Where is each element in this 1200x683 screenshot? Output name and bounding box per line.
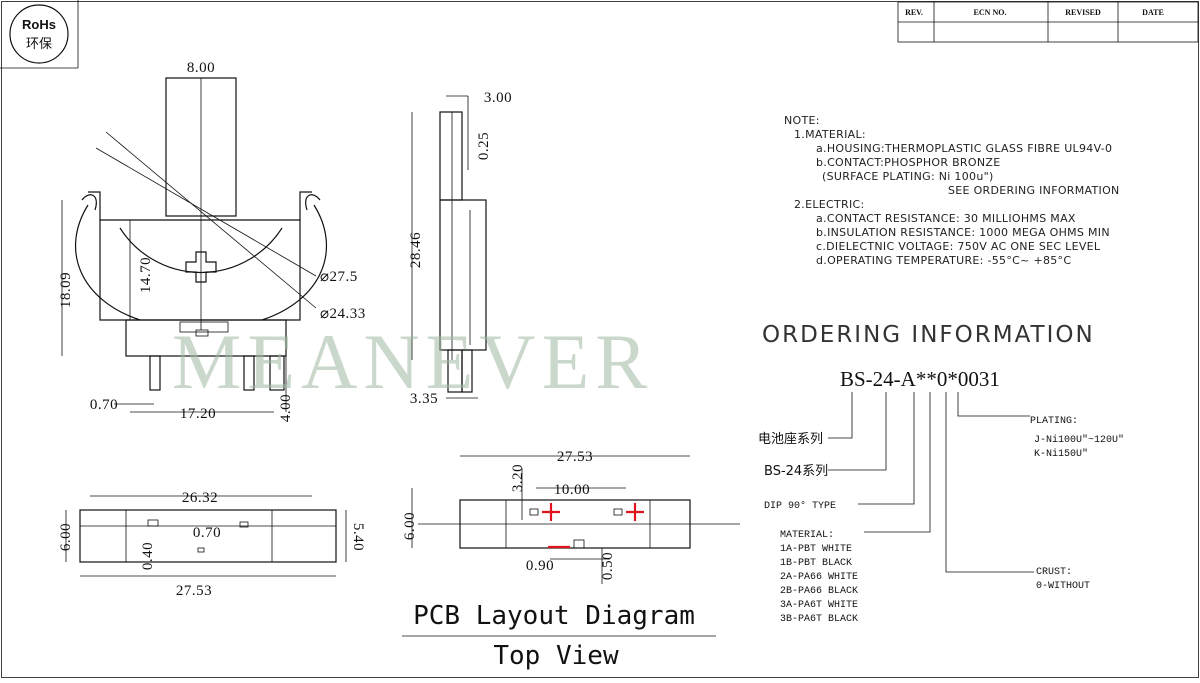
ordering-code: BS-24-A**0*0031 bbox=[840, 367, 1000, 391]
pcb-pad-left bbox=[529, 508, 539, 516]
material-option: 1A-PBT WHITE bbox=[780, 544, 852, 555]
title-block-revised: REVISED bbox=[1065, 8, 1101, 17]
note-line: d.OPERATING TEMPERATURE: -55°C~ +85°C bbox=[816, 254, 1071, 267]
front-dim-pin-width: 0.70 bbox=[90, 397, 118, 413]
note-line: a.CONTACT RESISTANCE: 30 MILLIOHMS MAX bbox=[816, 212, 1076, 225]
title-block-date: DATE bbox=[1142, 8, 1164, 17]
material-option: 2B-PA66 BLACK bbox=[780, 586, 858, 597]
ordering-series: BS-24系列 bbox=[764, 464, 828, 479]
note-line: SEE ORDERING INFORMATION bbox=[948, 184, 1120, 197]
bottom-dim-width-b: 27.53 bbox=[176, 583, 212, 599]
material-option: 3A-PA6T WHITE bbox=[780, 600, 858, 611]
front-dim-top-width: 8.00 bbox=[187, 60, 215, 76]
pcb-pad-right bbox=[613, 508, 623, 516]
side-dim-top: 3.00 bbox=[484, 90, 512, 106]
plating-option: J-Ni100U"~120U" bbox=[1034, 434, 1124, 446]
pcb-dim-vertical: 3.20 bbox=[510, 464, 526, 492]
front-dim-height: 18.09 bbox=[58, 272, 74, 308]
pcb-layout-title: PCB Layout Diagram bbox=[413, 601, 695, 631]
title-block-rev: REV. bbox=[905, 8, 923, 17]
material-heading: MATERIAL: bbox=[780, 530, 834, 541]
material-option: 3B-PA6T BLACK bbox=[780, 614, 858, 625]
note-line: 2.ELECTRIC: bbox=[794, 198, 865, 211]
bottom-dim-small-a: 0.40 bbox=[140, 542, 156, 570]
title-block: REV. ECN NO. REVISED DATE bbox=[897, 1, 1199, 43]
notes-block: NOTE: 1.MATERIAL: a.HOUSING:THERMOPLASTI… bbox=[784, 114, 1120, 267]
material-option: 2A-PA66 WHITE bbox=[780, 572, 858, 583]
title-block-ecn: ECN NO. bbox=[974, 8, 1007, 17]
rohs-logo-text: RoHs bbox=[22, 17, 56, 32]
pcb-layout-view: 27.53 3.20 10.00 6.00 0.90 0.50 PCB Layo… bbox=[402, 449, 740, 671]
notes-heading: NOTE: bbox=[784, 114, 820, 127]
side-dim-bottom: 3.35 bbox=[410, 391, 438, 407]
note-line: b.CONTACT:PHOSPHOR BRONZE bbox=[816, 156, 1000, 169]
note-line: b.INSULATION RESISTANCE: 1000 MEGA OHMS … bbox=[816, 226, 1110, 239]
note-line: (SURFACE PLATING: Ni 100u") bbox=[822, 170, 994, 183]
note-line: c.DIELECTNIC VOLTAGE: 750V AC ONE SEC LE… bbox=[816, 240, 1101, 253]
ordering-series-cn: 电池座系列 bbox=[758, 432, 823, 447]
front-view: 8.00 18.09 14.70 ⌀27.5 ⌀24.33 0.70 17.20… bbox=[58, 60, 366, 422]
pcb-dim-pad-width: 0.90 bbox=[526, 558, 554, 574]
front-dim-pin-length: 4.00 bbox=[278, 394, 294, 422]
crust-heading: CRUST: bbox=[1036, 567, 1072, 578]
front-dim-diameter-2: ⌀24.33 bbox=[320, 306, 366, 322]
bottom-dim-height-right: 5.40 bbox=[350, 523, 366, 551]
ordering-information: ORDERING INFORMATION BS-24-A**0*0031 电池座… bbox=[758, 322, 1124, 625]
bottom-view: 26.32 6.00 5.40 0.40 0.70 27.53 bbox=[58, 490, 366, 599]
material-option: 1B-PBT BLACK bbox=[780, 558, 852, 569]
bottom-dim-width-a: 26.32 bbox=[182, 490, 218, 506]
ordering-heading: ORDERING INFORMATION bbox=[762, 322, 1095, 348]
pcb-dim-pad-height: 0.50 bbox=[600, 552, 616, 580]
pcb-pad-bottom bbox=[573, 539, 585, 549]
front-dim-pitch: 17.20 bbox=[180, 406, 216, 422]
front-dim-inner-height: 14.70 bbox=[138, 257, 154, 293]
crust-option: 0-WITHOUT bbox=[1036, 581, 1090, 592]
pcb-dim-pitch: 10.00 bbox=[554, 482, 590, 498]
plating-heading: PLATING: bbox=[1030, 416, 1078, 427]
side-dim-height: 28.46 bbox=[408, 232, 424, 268]
pcb-dim-height: 6.00 bbox=[402, 512, 418, 540]
note-line: a.HOUSING:THERMOPLASTIC GLASS FIBRE UL94… bbox=[816, 142, 1112, 155]
side-view: 3.00 0.25 28.46 3.35 bbox=[408, 90, 512, 407]
rohs-logo-subtext: 环保 bbox=[26, 37, 52, 52]
side-dim-top-vertical: 0.25 bbox=[476, 132, 492, 160]
bottom-dim-height-left: 6.00 bbox=[58, 523, 74, 551]
note-line: 1.MATERIAL: bbox=[794, 128, 866, 141]
plating-option: K-Ni150U" bbox=[1034, 448, 1088, 460]
bottom-dim-small-b: 0.70 bbox=[193, 525, 221, 541]
pcb-layout-subtitle: Top View bbox=[493, 641, 619, 671]
front-dim-diameter-1: ⌀27.5 bbox=[320, 269, 358, 285]
watermark: MEANEVER bbox=[172, 318, 653, 405]
ordering-dip-type: DIP 90° TYPE bbox=[764, 500, 836, 512]
rohs-logo: RoHs 环保 bbox=[9, 4, 69, 64]
pcb-dim-width: 27.53 bbox=[557, 449, 593, 465]
